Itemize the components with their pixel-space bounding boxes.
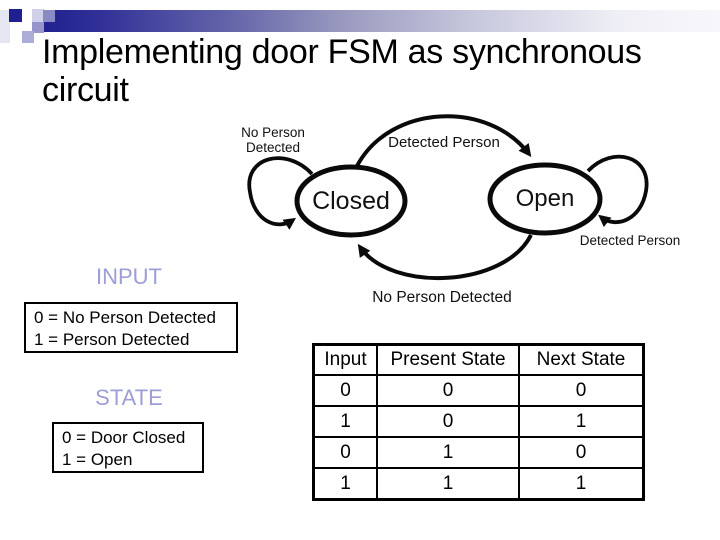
column-header-present-state: Present State bbox=[376, 343, 520, 376]
state-legend-box: 0 = Door Closed 1 = Open bbox=[52, 422, 204, 473]
open-state-label: Open bbox=[515, 185, 575, 212]
cell-present-state: 1 bbox=[376, 436, 520, 469]
closed-self-loop-arrow bbox=[247, 156, 314, 230]
cell-present-state: 1 bbox=[376, 467, 520, 501]
cell-input: 1 bbox=[312, 467, 378, 501]
header-gradient-band bbox=[43, 10, 720, 32]
cell-next-state: 0 bbox=[518, 436, 645, 469]
closed-state-label: Closed bbox=[312, 187, 390, 215]
open-to-closed-arrow bbox=[357, 234, 533, 281]
decor-square-dark bbox=[9, 9, 22, 22]
cell-next-state: 1 bbox=[518, 405, 645, 438]
open-self-loop-label: Detected Person bbox=[579, 233, 681, 248]
cell-next-state: 0 bbox=[518, 374, 645, 407]
decor-square-mid-2 bbox=[22, 31, 34, 43]
table-row: 1 0 1 bbox=[312, 405, 645, 438]
column-header-next-state: Next State bbox=[518, 343, 645, 376]
open-state-ellipse bbox=[487, 162, 603, 236]
table-row: 0 0 0 bbox=[312, 374, 645, 407]
cell-input: 0 bbox=[312, 436, 378, 469]
input-heading: INPUT bbox=[96, 264, 162, 289]
truth-table: Input Present State Next State 0 0 0 1 0… bbox=[312, 343, 645, 501]
decor-square-mid-1 bbox=[32, 22, 44, 33]
input-legend-box: 0 = No Person Detected 1 = Person Detect… bbox=[24, 302, 238, 353]
cell-input: 1 bbox=[312, 405, 378, 438]
fsm-state-diagram bbox=[247, 114, 649, 281]
slide-title: Implementing door FSM as synchronous cir… bbox=[42, 33, 642, 109]
truth-table-header-row: Input Present State Next State bbox=[312, 343, 645, 376]
cell-present-state: 0 bbox=[376, 405, 520, 438]
open-self-loop-arrow bbox=[586, 154, 649, 228]
closed-state-ellipse bbox=[294, 164, 408, 238]
closed-to-open-arrow bbox=[355, 114, 532, 167]
cell-present-state: 0 bbox=[376, 374, 520, 407]
decor-square-overlay bbox=[43, 10, 55, 22]
table-row: 0 1 0 bbox=[312, 436, 645, 469]
table-row: 1 1 1 bbox=[312, 467, 645, 501]
decor-square-light bbox=[32, 9, 44, 22]
closed-self-loop-label: No Person Detected bbox=[241, 125, 305, 155]
state-heading: STATE bbox=[95, 385, 163, 410]
open-to-closed-label: No Person Detected bbox=[372, 289, 512, 306]
cell-next-state: 1 bbox=[518, 467, 645, 501]
column-header-input: Input bbox=[312, 343, 378, 376]
decor-square-pale-strip bbox=[0, 10, 10, 43]
cell-input: 0 bbox=[312, 374, 378, 407]
closed-to-open-label: Detected Person bbox=[388, 134, 500, 151]
